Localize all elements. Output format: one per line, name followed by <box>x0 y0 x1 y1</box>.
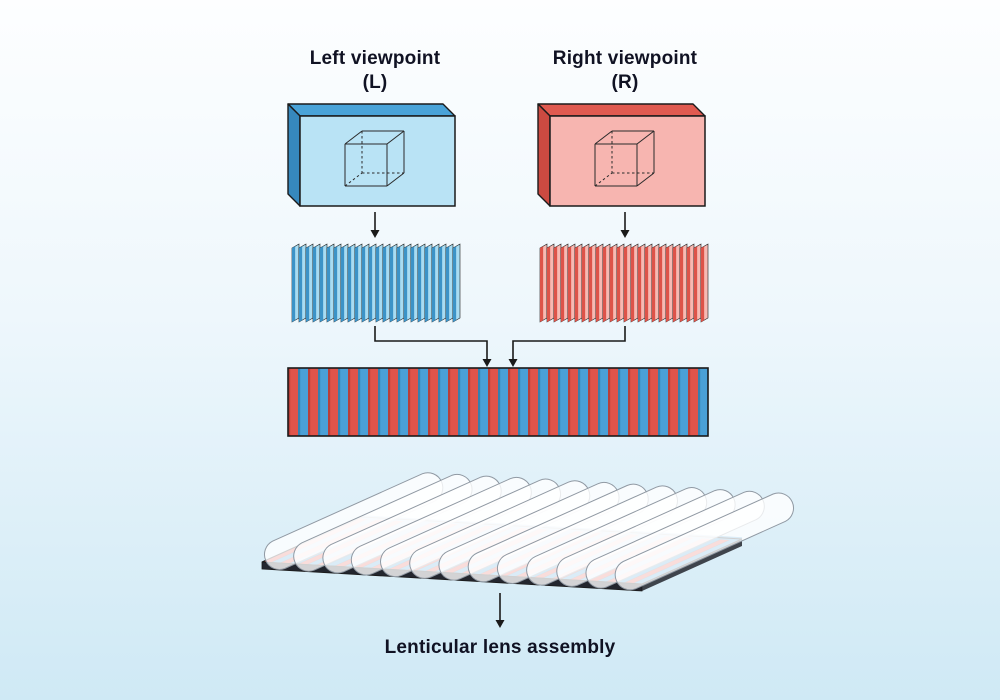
interleaved-strip-bar <box>287 367 709 437</box>
lenticular-lens-assembly <box>261 472 794 592</box>
left-viewpoint-sub-label: (L) <box>362 72 388 93</box>
down-arrow-assembly <box>495 593 505 628</box>
merge-connector-arrows <box>374 326 626 367</box>
left-viewpoint-panel <box>287 103 456 207</box>
right-viewpoint-sub-label: (R) <box>611 72 639 93</box>
left-viewpoint-label: Left viewpoint <box>309 48 441 69</box>
assembly-caption: Lenticular lens assembly <box>384 637 616 658</box>
right-viewpoint-label: Right viewpoint <box>552 48 698 69</box>
right-sliced-image <box>539 243 709 323</box>
down-arrow-right <box>620 212 630 238</box>
left-sliced-image <box>291 243 461 323</box>
down-arrow-left <box>370 212 380 238</box>
right-viewpoint-panel <box>537 103 706 207</box>
